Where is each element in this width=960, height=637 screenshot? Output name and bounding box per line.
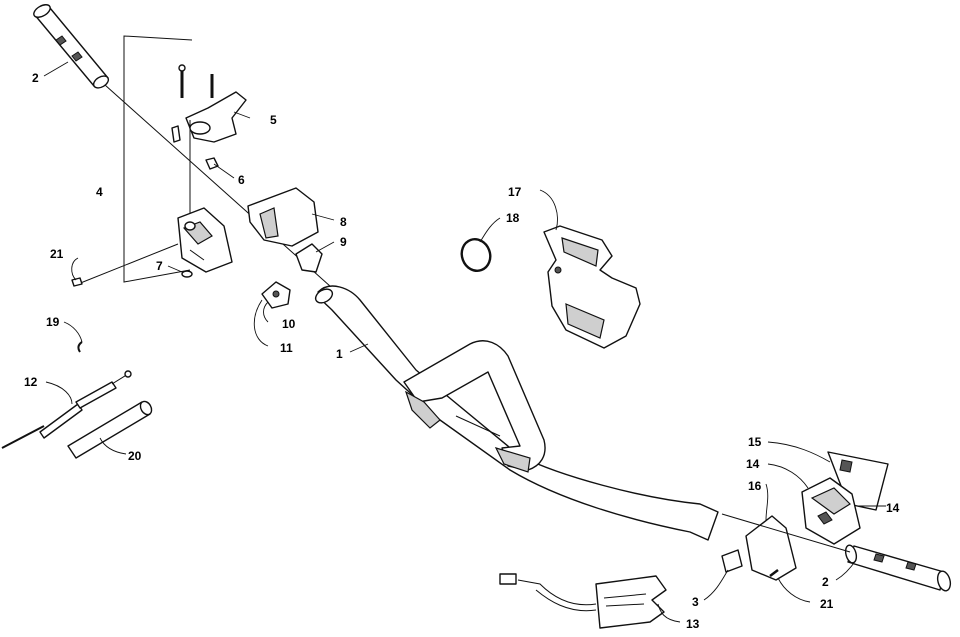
cover-plate-16 <box>745 515 797 581</box>
callout-8: 8 <box>340 215 347 229</box>
callout-5: 5 <box>270 113 277 127</box>
callout-13: 13 <box>686 617 700 631</box>
group-bracket-4 <box>123 35 193 283</box>
control-cover <box>247 187 319 247</box>
callout-18: 18 <box>506 211 520 225</box>
handlebar-clamp <box>543 225 641 349</box>
callout-21-left: 21 <box>50 247 64 261</box>
callout-16: 16 <box>748 479 762 493</box>
clip-19 <box>77 341 83 353</box>
callout-19: 19 <box>46 315 60 329</box>
callout-7: 7 <box>156 259 163 273</box>
handlebar <box>314 285 719 541</box>
leader-lines <box>43 61 886 623</box>
callout-6: 6 <box>238 173 245 187</box>
right-handgrip <box>844 544 952 592</box>
retaining-ring-18 <box>460 238 492 272</box>
washer-7 <box>181 270 193 278</box>
right-screw-21 <box>769 569 779 577</box>
small-clip <box>205 157 219 170</box>
callout-14-upper: 14 <box>746 457 760 471</box>
grip-heater-13 <box>499 573 667 629</box>
switch-10 <box>261 281 291 309</box>
callout-10: 10 <box>282 317 296 331</box>
callout-11: 11 <box>280 341 293 355</box>
callout-3: 3 <box>692 595 699 609</box>
callout-12: 12 <box>24 375 38 389</box>
callout-14-right: 14 <box>886 501 900 515</box>
small-cap-9 <box>295 243 323 273</box>
right-centerline <box>721 513 851 553</box>
callout-2-right: 2 <box>822 575 829 589</box>
callout-21-right: 21 <box>820 597 834 611</box>
sleeve-20 <box>67 400 153 459</box>
right-switch-housing <box>801 451 889 545</box>
callout-20: 20 <box>128 449 142 463</box>
callout-2-left: 2 <box>32 71 39 85</box>
end-bushing-3 <box>721 549 743 573</box>
callout-1: 1 <box>336 347 343 361</box>
callout-15: 15 <box>748 435 762 449</box>
callout-9: 9 <box>340 235 347 249</box>
callout-4: 4 <box>96 185 103 199</box>
left-screw-21 <box>71 243 179 287</box>
throttle-cable-12 <box>1 370 132 449</box>
left-control-housing <box>177 207 233 273</box>
callout-17: 17 <box>508 185 522 199</box>
callout-labels: 1 2 2 3 4 5 6 7 8 9 10 11 12 13 14 14 15… <box>24 71 900 631</box>
left-handgrip <box>33 4 110 89</box>
